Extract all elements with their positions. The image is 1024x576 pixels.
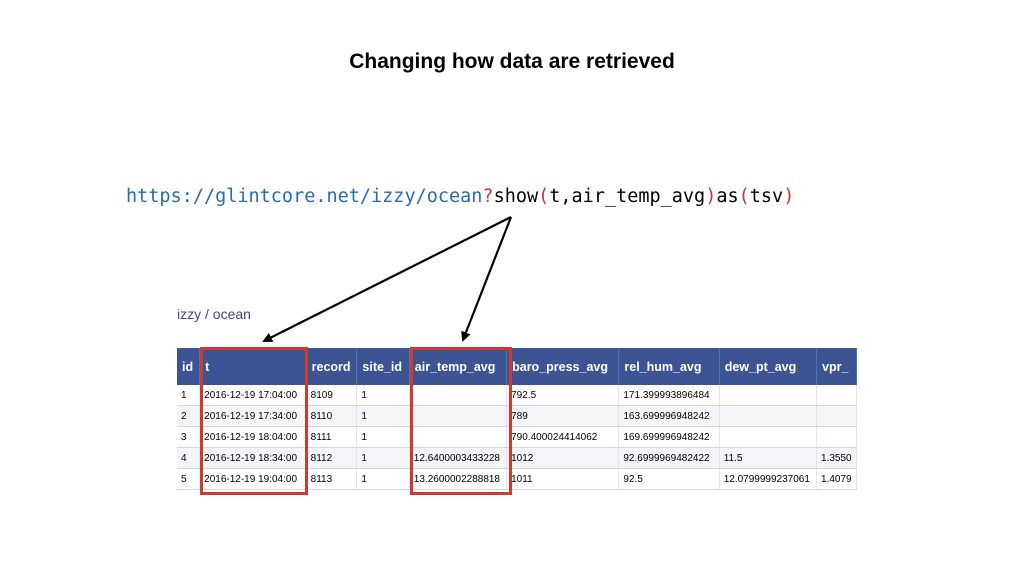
arrow-to-t-column: [262, 216, 512, 342]
column-header-vpr[interactable]: vpr_: [816, 348, 857, 385]
url-query-mark: ?: [482, 186, 494, 207]
url-show-command: show: [493, 186, 539, 207]
table-cell: 163.699996948242: [618, 405, 720, 427]
url-close-paren: ): [783, 186, 795, 207]
data-table: id t record site_id air_temp_avg baro_pr…: [177, 348, 857, 490]
url-open-paren: (: [738, 186, 750, 207]
table-cell: 92.6999969482422: [618, 447, 720, 469]
table-cell: [719, 385, 818, 406]
slide-title: Changing how data are retrieved: [349, 50, 675, 73]
column-header-record[interactable]: record: [306, 348, 358, 385]
table-cell: 1: [356, 405, 410, 427]
table-cell: 3: [177, 426, 201, 448]
table-cell: 92.5: [618, 468, 720, 490]
table-row: 3 2016-12-19 18:04:00 8111 1 790.4000244…: [177, 426, 857, 448]
table-cell: 8109: [306, 385, 358, 406]
breadcrumb[interactable]: izzy / ocean: [177, 306, 251, 322]
table-cell: [816, 385, 857, 406]
table-cell: 12.6400003433228: [409, 447, 508, 469]
column-header-t[interactable]: t: [199, 348, 307, 385]
table-cell: 1011: [506, 468, 620, 490]
table-cell: 1: [356, 426, 410, 448]
url-as-args: tsv: [749, 186, 784, 207]
url-close-paren: ): [705, 186, 717, 207]
table-cell: 171.399993896484: [618, 385, 720, 406]
url-text: https://glintcore.net/izzy/ocean?show(t,…: [126, 186, 794, 207]
table-header-row: id t record site_id air_temp_avg baro_pr…: [177, 348, 857, 385]
table-cell: 2016-12-19 17:04:00: [199, 385, 307, 406]
table-cell: [409, 426, 508, 448]
table-cell: 8110: [306, 405, 358, 427]
table-cell: 2016-12-19 18:04:00: [199, 426, 307, 448]
table-cell: 2016-12-19 19:04:00: [199, 468, 307, 490]
column-header-air-temp-avg[interactable]: air_temp_avg: [409, 348, 508, 385]
column-header-dew-pt-avg[interactable]: dew_pt_avg: [719, 348, 818, 385]
table-cell: [719, 426, 818, 448]
url-show-args: t,air_temp_avg: [549, 186, 706, 207]
table-cell: 1012: [506, 447, 620, 469]
table-cell: 1.3550: [816, 447, 857, 469]
arrow-to-air-temp-column: [461, 216, 513, 342]
table-cell: [409, 385, 508, 406]
table-cell: 12.0799999237061: [719, 468, 818, 490]
data-table-container: id t record site_id air_temp_avg baro_pr…: [177, 348, 857, 498]
table-cell: 792.5: [506, 385, 620, 406]
table-cell: 5: [177, 468, 201, 490]
column-header-id[interactable]: id: [177, 348, 201, 385]
table-cell: 789: [506, 405, 620, 427]
table-cell: 11.5: [719, 447, 818, 469]
table-cell: 4: [177, 447, 201, 469]
table-row: 5 2016-12-19 19:04:00 8113 1 13.26000022…: [177, 468, 857, 490]
url-base: https://glintcore.net/izzy/ocean: [126, 186, 483, 207]
table-row: 1 2016-12-19 17:04:00 8109 1 792.5 171.3…: [177, 385, 857, 406]
table-cell: 1: [356, 385, 410, 406]
url-as-command: as: [716, 186, 739, 207]
table-row: 4 2016-12-19 18:34:00 8112 1 12.64000034…: [177, 447, 857, 469]
table-cell: 2: [177, 405, 201, 427]
table-cell: 1: [356, 447, 410, 469]
table-cell: [719, 405, 818, 427]
column-header-baro-press-avg[interactable]: baro_press_avg: [506, 348, 620, 385]
table-cell: 13.2600002288818: [409, 468, 508, 490]
table-cell: 169.699996948242: [618, 426, 720, 448]
table-cell: [409, 405, 508, 427]
column-header-site-id[interactable]: site_id: [356, 348, 410, 385]
table-cell: 1: [356, 468, 410, 490]
table-cell: 1.4079: [816, 468, 857, 490]
url-open-paren: (: [538, 186, 550, 207]
table-cell: 8112: [306, 447, 358, 469]
table-cell: 8113: [306, 468, 358, 490]
column-header-rel-hum-avg[interactable]: rel_hum_avg: [618, 348, 720, 385]
table-cell: 2016-12-19 17:34:00: [199, 405, 307, 427]
table-cell: [816, 426, 857, 448]
table-cell: 2016-12-19 18:34:00: [199, 447, 307, 469]
table-row: 2 2016-12-19 17:34:00 8110 1 789 163.699…: [177, 405, 857, 427]
table-cell: 1: [177, 385, 201, 406]
table-cell: 8111: [306, 426, 358, 448]
table-cell: 790.400024414062: [506, 426, 620, 448]
table-cell: [816, 405, 857, 427]
